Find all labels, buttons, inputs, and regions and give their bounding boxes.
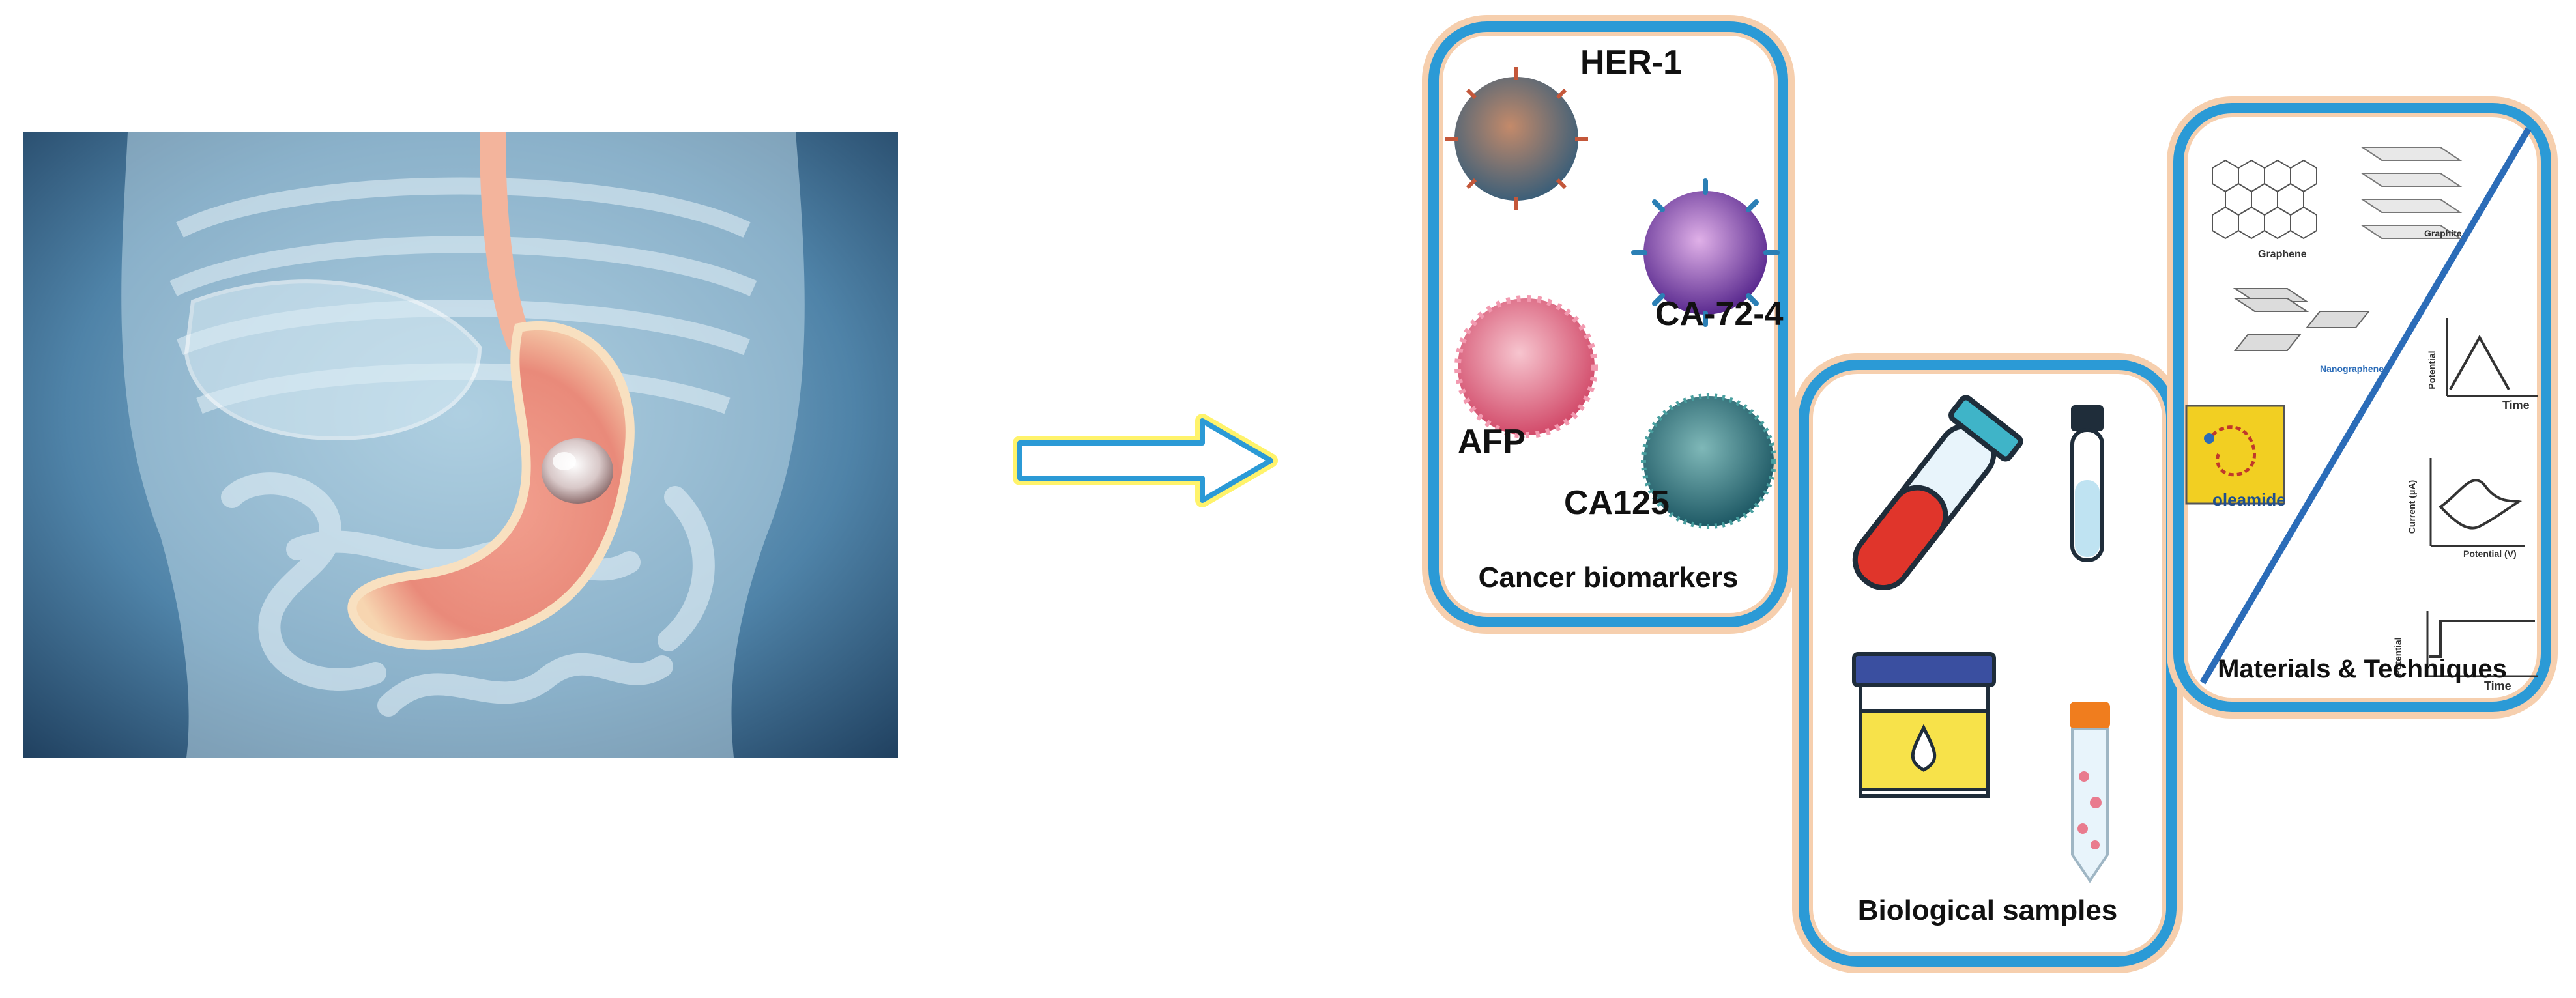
centrifuge-tube-icon bbox=[2070, 702, 2110, 883]
potential-step-plot bbox=[2426, 611, 2538, 677]
biological-samples-caption: Biological samples bbox=[1857, 894, 2118, 926]
afp-cell bbox=[1454, 295, 1598, 438]
oleamide-label: oleamide bbox=[2212, 490, 2286, 509]
materials-techniques-caption: Materials & Techniques bbox=[2218, 655, 2507, 683]
graphite-sheets bbox=[2360, 147, 2463, 239]
graphene-lattice bbox=[2212, 159, 2317, 240]
graphite-label: Graphite bbox=[2424, 228, 2462, 238]
triangle-plot-y-label: Potential bbox=[2426, 350, 2437, 390]
cyclic-voltammogram-plot bbox=[2429, 458, 2525, 547]
biomarker-cells bbox=[1445, 67, 1780, 529]
cancer-biomarkers-caption: Cancer biomarkers bbox=[1478, 562, 1739, 593]
cv-plot-x-label: Potential (V) bbox=[2463, 549, 2517, 559]
urine-cup-icon bbox=[1852, 652, 1996, 798]
her1-label: HER-1 bbox=[1580, 44, 1683, 81]
ca724-label: CA-72-4 bbox=[1655, 295, 1784, 333]
afp-label: AFP bbox=[1458, 423, 1526, 461]
biological-sample-icons bbox=[1852, 395, 2110, 883]
ca125-cell bbox=[1641, 393, 1776, 529]
triangle-waveform-plot bbox=[2446, 318, 2538, 397]
blood-tube-icon bbox=[1852, 395, 2023, 591]
materials-techniques-art bbox=[2185, 127, 2538, 685]
vial-icon bbox=[2070, 405, 2104, 562]
nanographene-flakes bbox=[2233, 288, 2371, 351]
ca125-label: CA125 bbox=[1564, 484, 1670, 522]
step-plot-x-label: Time bbox=[2484, 679, 2511, 692]
stomach-anatomy-image bbox=[23, 119, 898, 758]
nanographene-label: Nanographene bbox=[2320, 364, 2384, 374]
graphene-label: Graphene bbox=[2258, 249, 2307, 260]
right-arrow bbox=[1013, 412, 1281, 509]
ca724-cell bbox=[1631, 178, 1780, 327]
cv-plot-y-label: Current (μA) bbox=[2407, 479, 2418, 534]
her1-cell bbox=[1445, 67, 1588, 210]
triangle-plot-x-label: Time bbox=[2502, 399, 2530, 412]
oleamide-box bbox=[2185, 405, 2285, 505]
